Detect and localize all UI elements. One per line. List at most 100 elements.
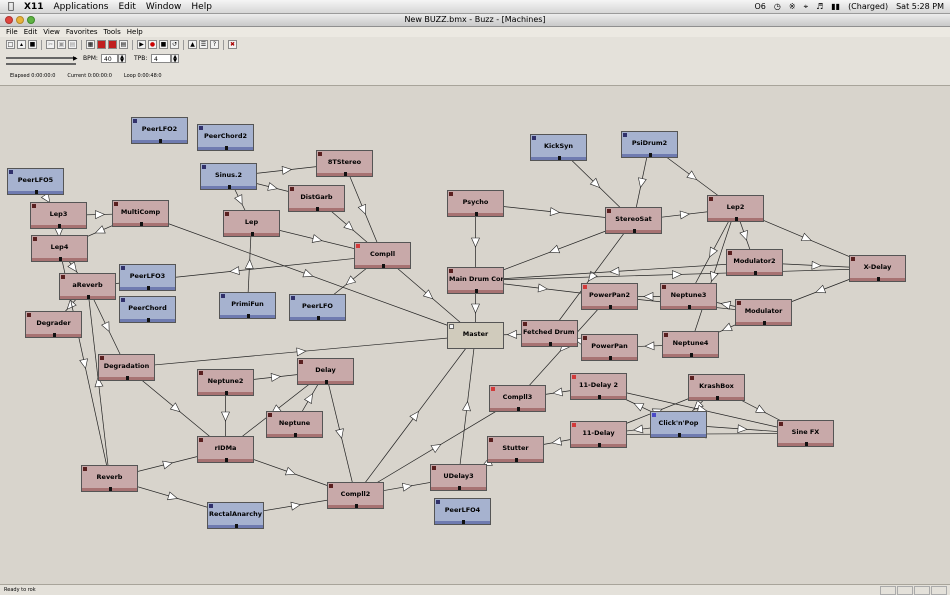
bpm-spinner[interactable]: ▲▼ [118, 54, 126, 64]
wire-arrow-icon[interactable] [95, 210, 106, 220]
wire-arrow-icon[interactable] [644, 341, 655, 351]
machine-volume-knob[interactable] [548, 342, 552, 346]
wifi-icon[interactable]: ⌖ [803, 1, 809, 11]
bpm-input[interactable]: 40 [101, 54, 118, 63]
wire-arrow-icon[interactable] [430, 441, 443, 454]
machine-volume-knob[interactable] [125, 376, 129, 380]
machine-lep4[interactable]: Lep4 [31, 235, 88, 262]
machine-led-icon[interactable] [299, 360, 303, 364]
machine-modulator[interactable]: Modulator [735, 299, 792, 326]
menu-favorites[interactable]: Favorites [65, 28, 98, 36]
wire-arrow-icon[interactable] [721, 322, 733, 334]
machine-view-icon[interactable] [97, 40, 106, 49]
machine-led-icon[interactable] [114, 202, 118, 206]
menu-view[interactable]: View [43, 28, 60, 36]
mac-menu-window[interactable]: Window [139, 1, 182, 12]
machine-led-icon[interactable] [662, 285, 666, 289]
machine-led-icon[interactable] [225, 212, 229, 216]
apple-menu-icon[interactable]:  [8, 1, 14, 12]
machine-volume-knob[interactable] [762, 321, 766, 325]
copy-icon[interactable]: ▣ [57, 40, 66, 49]
machine-maindrum[interactable]: Main Drum Comp [447, 267, 504, 294]
machine-led-icon[interactable] [32, 204, 36, 208]
machine-primifun[interactable]: PrimiFun [219, 292, 276, 319]
wave-table-icon[interactable]: ▤ [119, 40, 128, 49]
machine-peerchord2[interactable]: PeerChord2 [197, 124, 254, 151]
wire-arrow-icon[interactable] [637, 177, 647, 189]
machine-led-icon[interactable] [209, 504, 213, 508]
machine-volume-knob[interactable] [734, 217, 738, 221]
machine-volume-knob[interactable] [608, 305, 612, 309]
machine-psidrum2[interactable]: PsiDrum2 [621, 131, 678, 158]
machine-led-icon[interactable] [9, 170, 13, 174]
cpu-meter-icon[interactable]: ▲ [188, 40, 197, 49]
machine-volume-knob[interactable] [158, 139, 162, 143]
wire-arrow-icon[interactable] [401, 482, 413, 492]
machine-kicksyn[interactable]: KickSyn [530, 134, 587, 161]
machine-led-icon[interactable] [779, 422, 783, 426]
machine-volume-knob[interactable] [354, 504, 358, 508]
wire-arrow-icon[interactable] [706, 246, 718, 259]
wire-arrow-icon[interactable] [589, 177, 602, 190]
machine-stutter[interactable]: Stutter [487, 436, 544, 463]
machine-peerlfo5[interactable]: PeerLFO5 [7, 168, 64, 195]
machine-compli3[interactable]: Compll3 [489, 385, 546, 412]
machine-neptune4[interactable]: Neptune4 [662, 331, 719, 358]
machine-led-icon[interactable] [623, 133, 627, 137]
machine-volume-knob[interactable] [608, 356, 612, 360]
machine-volume-knob[interactable] [474, 289, 478, 293]
machine-8tstereo[interactable]: 8TStereo [316, 150, 373, 177]
wire-arrow-icon[interactable] [552, 387, 563, 397]
machine-led-icon[interactable] [268, 413, 272, 417]
window-title-bar[interactable]: New BUZZ.bmx - Buzz - [Machines] [0, 14, 950, 27]
machine-volume-knob[interactable] [648, 153, 652, 157]
tempo-slider[interactable] [6, 63, 76, 65]
machine-led-icon[interactable] [583, 285, 587, 289]
wire-arrow-icon[interactable] [471, 303, 480, 314]
wire-arrow-icon[interactable] [686, 170, 699, 183]
machine-led-icon[interactable] [491, 387, 495, 391]
machine-led-icon[interactable] [356, 244, 360, 248]
wire-arrow-icon[interactable] [800, 232, 812, 244]
wire-arrow-icon[interactable] [303, 392, 316, 404]
machine-peerchord[interactable]: PeerChord [119, 296, 176, 323]
help-icon[interactable]: ? [210, 40, 219, 49]
bluetooth-icon[interactable]: ※ [788, 2, 796, 11]
machine-volume-knob[interactable] [804, 442, 808, 446]
machine-volume-knob[interactable] [876, 277, 880, 281]
play-icon[interactable]: ▶ [137, 40, 146, 49]
save-file-icon[interactable]: ■ [28, 40, 37, 49]
machine-volume-knob[interactable] [316, 316, 320, 320]
machine-krashbox[interactable]: KrashBox [688, 374, 745, 401]
sequence-view-icon[interactable] [108, 40, 117, 49]
machine-ridma[interactable]: rIDMa [197, 436, 254, 463]
machine-led-icon[interactable] [121, 298, 125, 302]
wire-arrow-icon[interactable] [40, 192, 53, 205]
menu-edit[interactable]: Edit [23, 28, 38, 36]
machine-volume-knob[interactable] [632, 229, 636, 233]
machine-master[interactable]: Master [447, 322, 504, 349]
wire-arrow-icon[interactable] [585, 270, 598, 283]
machine-led-icon[interactable] [436, 500, 440, 504]
menu-file[interactable]: File [6, 28, 18, 36]
machine-volume-knob[interactable] [689, 353, 693, 357]
machine-led-icon[interactable] [199, 371, 203, 375]
machine-volume-knob[interactable] [315, 207, 319, 211]
pattern-view-icon[interactable]: ▦ [86, 40, 95, 49]
mac-menu-edit[interactable]: Edit [112, 1, 135, 12]
machine-volume-knob[interactable] [457, 486, 461, 490]
wire-arrow-icon[interactable] [162, 459, 174, 470]
wire-arrow-icon[interactable] [471, 237, 480, 248]
machine-modulator2[interactable]: Modulator2 [726, 249, 783, 276]
machine-fetched[interactable]: Fetched Drum Comp [521, 320, 578, 347]
machine-led-icon[interactable] [202, 165, 206, 169]
machine-volume-knob[interactable] [34, 190, 38, 194]
machine-volume-knob[interactable] [677, 433, 681, 437]
machine-led-icon[interactable] [572, 375, 576, 379]
machine-volume-knob[interactable] [227, 185, 231, 189]
machine-volume-knob[interactable] [597, 443, 601, 447]
machine-led-icon[interactable] [449, 192, 453, 196]
machine-led-icon[interactable] [664, 333, 668, 337]
open-file-icon[interactable]: ▴ [17, 40, 26, 49]
machine-lep[interactable]: Lep [223, 210, 280, 237]
